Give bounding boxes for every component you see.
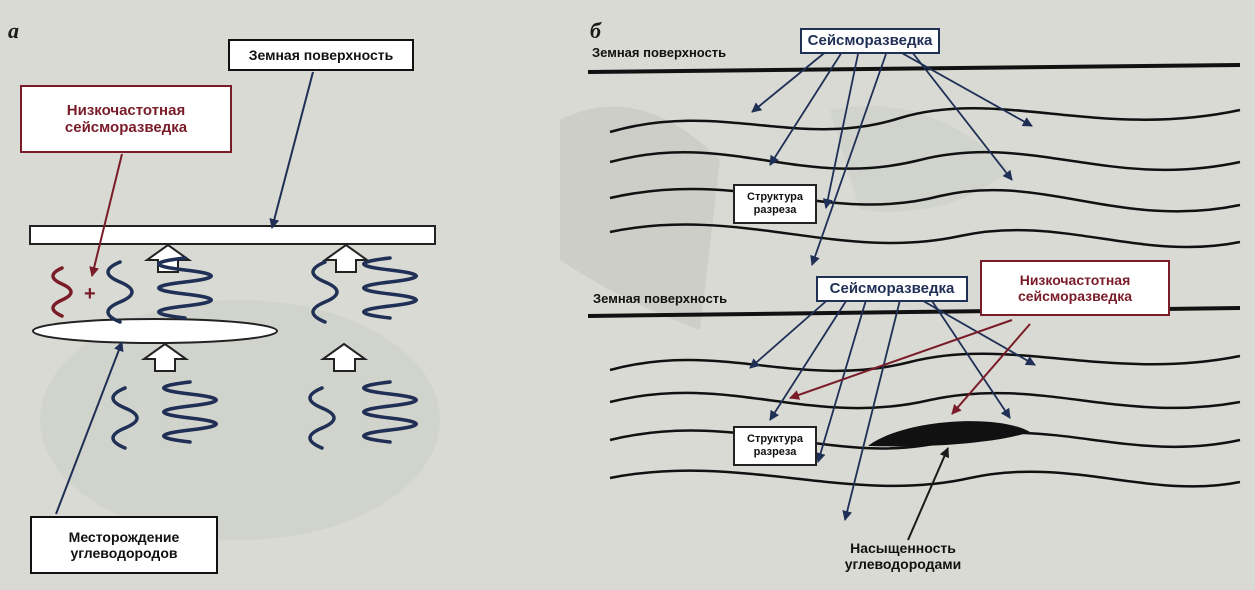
hf-wave-2: [157, 256, 213, 320]
structure-label-bottom: Структура разреза: [733, 426, 817, 466]
up-arrows: [140, 243, 371, 372]
seismic-label-bottom: Сейсморазведка: [816, 276, 968, 302]
surface-bar: [29, 225, 436, 245]
structure-label-top: Структура разреза: [733, 184, 817, 224]
waves-lower: [111, 380, 418, 450]
hydrocarbon-body: [868, 421, 1030, 447]
arrow-lf-to-wave: [89, 153, 123, 277]
surface-line-top: [587, 63, 1241, 74]
lf-seismic-label-box: Низкочастотная сейсморазведка: [20, 85, 232, 153]
deposit-label-box: Месторождение углеводородов: [30, 516, 218, 574]
seismic-label-top: Сейсморазведка: [800, 28, 940, 54]
arrow-lf-to-body: [951, 323, 1031, 415]
strata-top: [609, 107, 1241, 249]
saturation-label: Насыщенность углеводородами: [844, 540, 962, 573]
plus-sign: +: [84, 283, 96, 305]
reservoir-lens: [32, 318, 278, 344]
arrow-label-to-surface: [269, 71, 314, 229]
hf-wave-3: [311, 260, 339, 324]
rays-top: [751, 49, 1033, 266]
panel-a-letter: а: [8, 18, 19, 43]
surface-label-box: Земная поверхность: [228, 39, 414, 71]
arrow-saturation: [907, 447, 949, 541]
hf-wave-4: [362, 256, 418, 320]
waves-upper: [51, 256, 418, 324]
strata-bottom: [609, 352, 1241, 488]
arrow-deposit-to-lens: [55, 341, 124, 515]
surface-label-bottom: Земная поверхность: [593, 291, 728, 306]
hf-wave-1: [106, 260, 134, 324]
lf-seismic-label-bottom: Низкочастотная сейсморазведка: [980, 260, 1170, 316]
arrow-lf-rays: [789, 319, 1013, 400]
surface-label-top: Земная поверхность: [592, 45, 727, 60]
panel-b-letter: б: [590, 18, 601, 43]
lf-wave: [51, 266, 73, 318]
